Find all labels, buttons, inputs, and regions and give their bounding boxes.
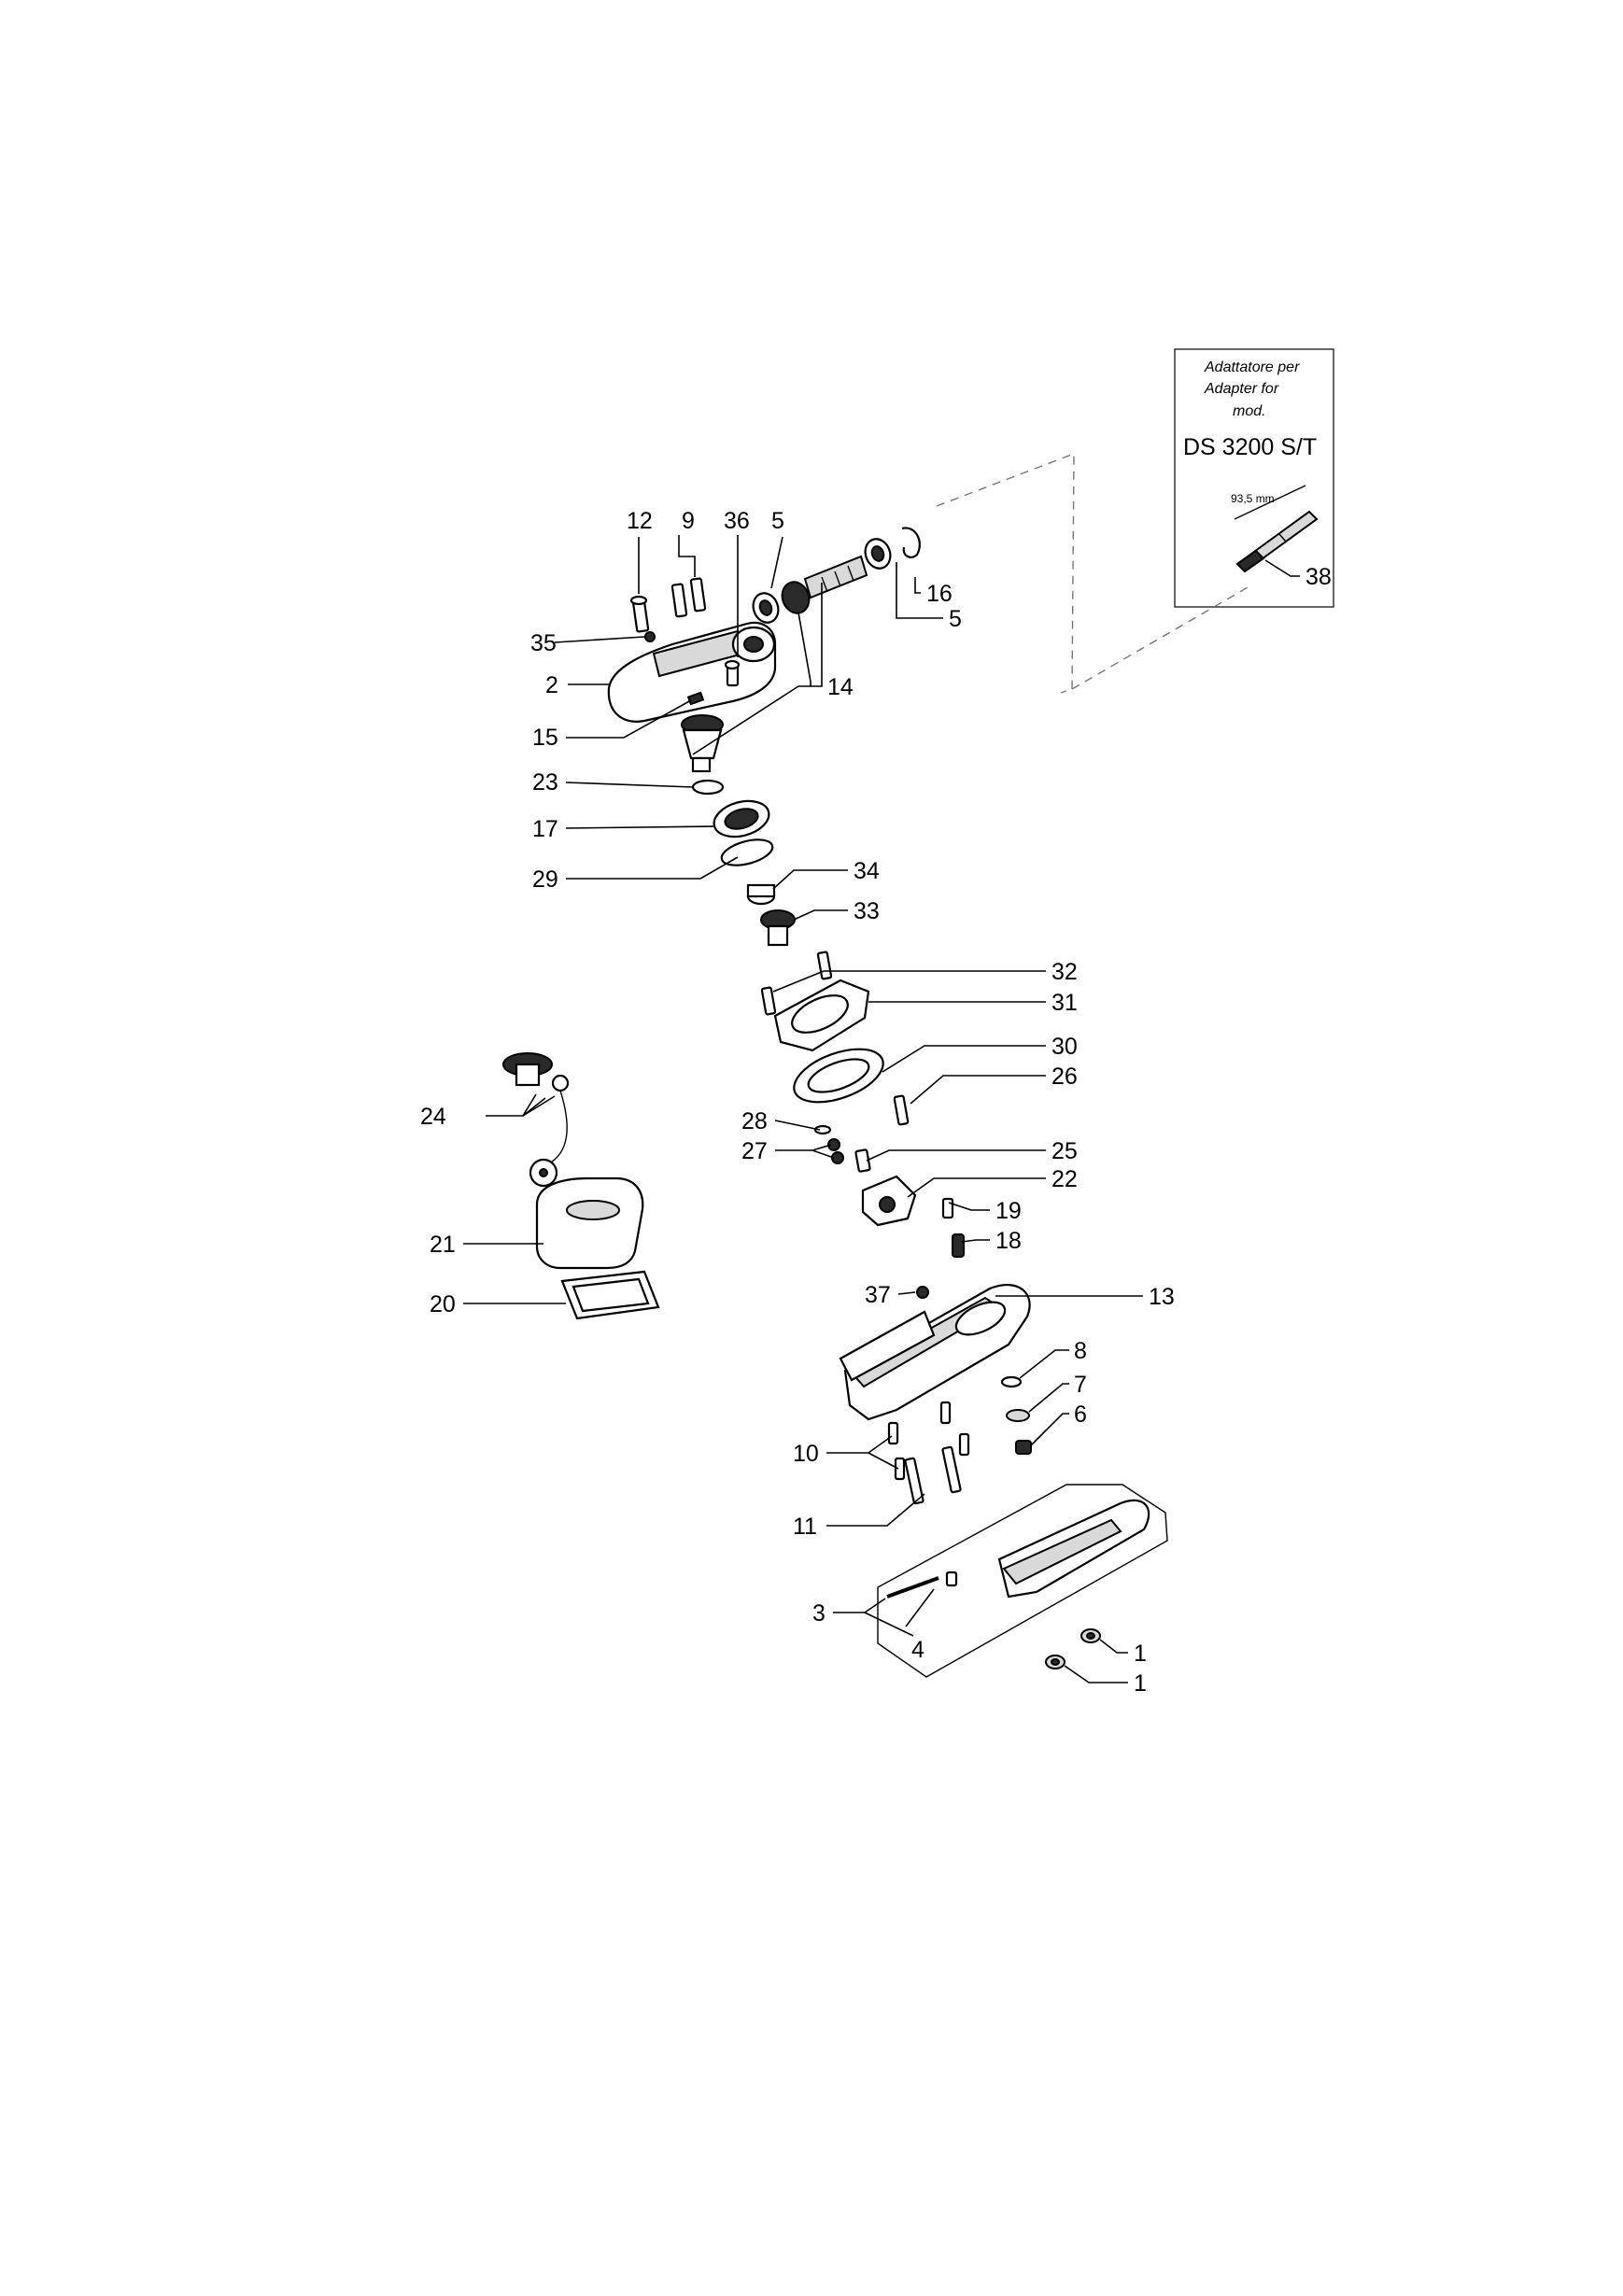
callout-27: 27: [741, 1138, 768, 1164]
main-body-13: [839, 1284, 1031, 1421]
bevel-gear: [681, 714, 724, 773]
inset-model-label: DS 3200 S/T: [1183, 434, 1317, 460]
callout-10: 10: [793, 1441, 819, 1467]
callout-14: 14: [827, 674, 854, 700]
ring-29: [720, 838, 774, 866]
callout-35: 35: [530, 630, 557, 656]
callout-18: 18: [995, 1228, 1022, 1254]
callout-20: 20: [430, 1291, 456, 1317]
callout-17: 17: [532, 816, 558, 842]
screws-9: [670, 577, 707, 618]
callout-26: 26: [1051, 1063, 1078, 1090]
cap-assembly: [502, 1052, 660, 1320]
callout-25: 25: [1051, 1138, 1078, 1164]
callout-34: 34: [854, 858, 880, 884]
pinion-33: [760, 909, 796, 947]
callout-29: 29: [532, 866, 558, 893]
callout-3: 3: [812, 1600, 826, 1627]
callout-6: 6: [1074, 1402, 1087, 1428]
nut-27-a: [827, 1138, 840, 1151]
bolt-19: [941, 1197, 954, 1219]
callout-33: 33: [854, 898, 880, 924]
callout-24: 24: [420, 1104, 446, 1130]
kit-outline: [877, 1484, 1168, 1678]
callout-12: 12: [627, 508, 653, 534]
screw-12: [629, 595, 650, 633]
projection-lines: [936, 452, 1250, 694]
pin-35: [644, 631, 656, 642]
callout-1-upper: 1: [1134, 1641, 1147, 1667]
callout-22: 22: [1051, 1166, 1078, 1192]
gear-head-assembly: [607, 527, 921, 947]
callout-9: 9: [682, 508, 695, 534]
callout-1-lower: 1: [1134, 1670, 1147, 1697]
inset-line-1: Adattatore per: [1204, 359, 1300, 375]
crank-22: [861, 1175, 917, 1227]
sleeve-34: [746, 883, 776, 906]
gasket-30: [793, 1048, 884, 1104]
callout-31: 31: [1051, 990, 1078, 1016]
inset-line-3: mod.: [1233, 403, 1266, 419]
bearing-5-left: [752, 592, 780, 624]
gasket-20: [560, 1270, 660, 1320]
caps-1: [1045, 1628, 1101, 1669]
callout-5-right: 5: [949, 606, 962, 632]
washer-7: [1006, 1409, 1030, 1422]
bearing-5-right: [864, 538, 892, 570]
flange-assembly: [760, 951, 965, 1258]
inset-line-2: Adapter for: [1204, 381, 1279, 397]
cap-24: [502, 1052, 570, 1188]
callout-5-top: 5: [771, 508, 784, 534]
spring-18: [952, 1233, 965, 1258]
callout-28: 28: [741, 1108, 768, 1134]
callout-32: 32: [1051, 959, 1078, 985]
adapter-shaft: [1235, 510, 1319, 573]
callout-36: 36: [724, 508, 750, 534]
circlip-16: [901, 527, 921, 558]
nut-37: [916, 1286, 929, 1299]
filter-cover-21: [535, 1176, 644, 1270]
callout-30: 30: [1051, 1034, 1078, 1060]
screw-36: [724, 659, 741, 687]
rods-11: [904, 1445, 962, 1505]
callout-numbers: 12 9 36 5 35 2 14 15 23 17 29 16 5 34 33…: [420, 508, 1332, 1697]
callout-21: 21: [430, 1232, 456, 1258]
ring-8: [1000, 1375, 1023, 1388]
screw-32-left: [760, 986, 777, 1016]
callout-23: 23: [532, 769, 558, 796]
leader-38: [1264, 559, 1300, 577]
callout-7: 7: [1074, 1372, 1087, 1398]
callout-2: 2: [545, 672, 558, 698]
leader-lines: [463, 535, 1143, 1683]
bearing-17: [713, 799, 770, 838]
dimension-line: [1234, 485, 1306, 520]
shaft-14: [781, 555, 868, 614]
callout-37: 37: [865, 1282, 891, 1308]
callout-13: 13: [1149, 1284, 1175, 1310]
screw-26: [893, 1094, 910, 1126]
callout-11: 11: [793, 1514, 817, 1540]
callout-4: 4: [911, 1637, 924, 1663]
callout-16: 16: [926, 581, 953, 607]
pins-10: [887, 1401, 970, 1481]
washer-28: [813, 1124, 832, 1135]
callout-8: 8: [1074, 1338, 1087, 1364]
adapter-inset: Adattatore per Adapter for mod. DS 3200 …: [1174, 348, 1334, 608]
callout-19: 19: [995, 1198, 1022, 1224]
inset-dimension: 93,5 mm: [1231, 492, 1275, 505]
callout-38: 38: [1305, 564, 1332, 590]
screw-32-right: [816, 951, 833, 980]
callout-15: 15: [532, 725, 558, 751]
blade-kit-3: [877, 1484, 1168, 1678]
oring-23: [691, 779, 725, 796]
part-6: [1015, 1440, 1032, 1455]
